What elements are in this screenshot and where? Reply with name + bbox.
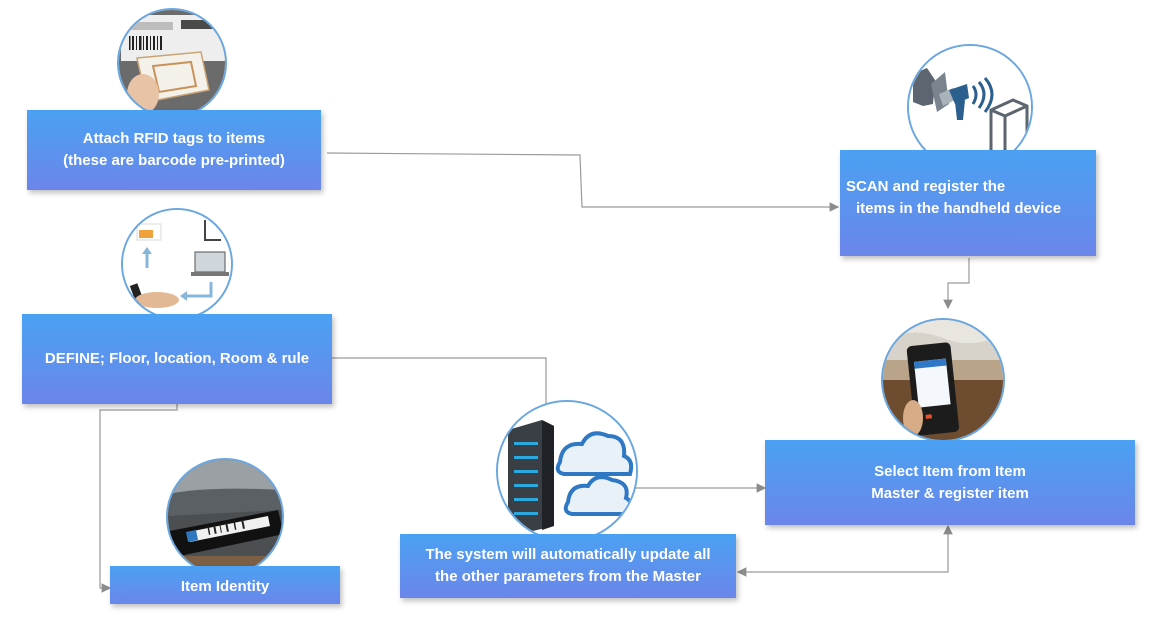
workflow-devices-icon	[121, 208, 233, 320]
step-system-line1: The system will automatically update all	[425, 546, 711, 563]
rfid-tag-photo-icon	[117, 8, 227, 118]
step-define-location: DEFINE; Floor, location, Room & rule	[22, 314, 332, 404]
step-attach-line1: Attach RFID tags to items	[82, 130, 266, 147]
server-cloud-icon	[496, 400, 638, 542]
connector-define-to-identity	[99, 403, 178, 593]
step-select-item: Select Item from Item Master & register …	[765, 440, 1135, 525]
handheld-device-photo-icon	[881, 318, 1005, 442]
connector-scan-to-select	[943, 258, 970, 310]
step-scan-register: SCAN and register the items in the handh…	[840, 150, 1096, 256]
connector-attach-to-scan	[326, 152, 840, 212]
step-identity-line1: Item Identity	[180, 578, 270, 595]
connector-system-to-select	[736, 524, 953, 577]
step-attach-rfid-tags: Attach RFID tags to items (these are bar…	[27, 110, 321, 190]
step-select-line2: Master & register item	[871, 485, 1029, 502]
item-tag-photo-icon	[166, 458, 284, 576]
step-select-line1: Select Item from Item	[874, 463, 1026, 480]
rfid-scanner-icon	[907, 44, 1033, 170]
step-system-update: The system will automatically update all…	[400, 534, 736, 598]
step-scan-line2: items in the handheld device	[856, 200, 1062, 217]
step-attach-line2: (these are barcode pre-printed)	[63, 152, 285, 169]
step-item-identity: Item Identity	[110, 566, 340, 604]
step-scan-line1: SCAN and register the	[846, 178, 1006, 195]
step-define-line1: DEFINE; Floor, location, Room & rule	[44, 350, 310, 367]
step-system-line2: the other parameters from the Master	[435, 568, 701, 585]
